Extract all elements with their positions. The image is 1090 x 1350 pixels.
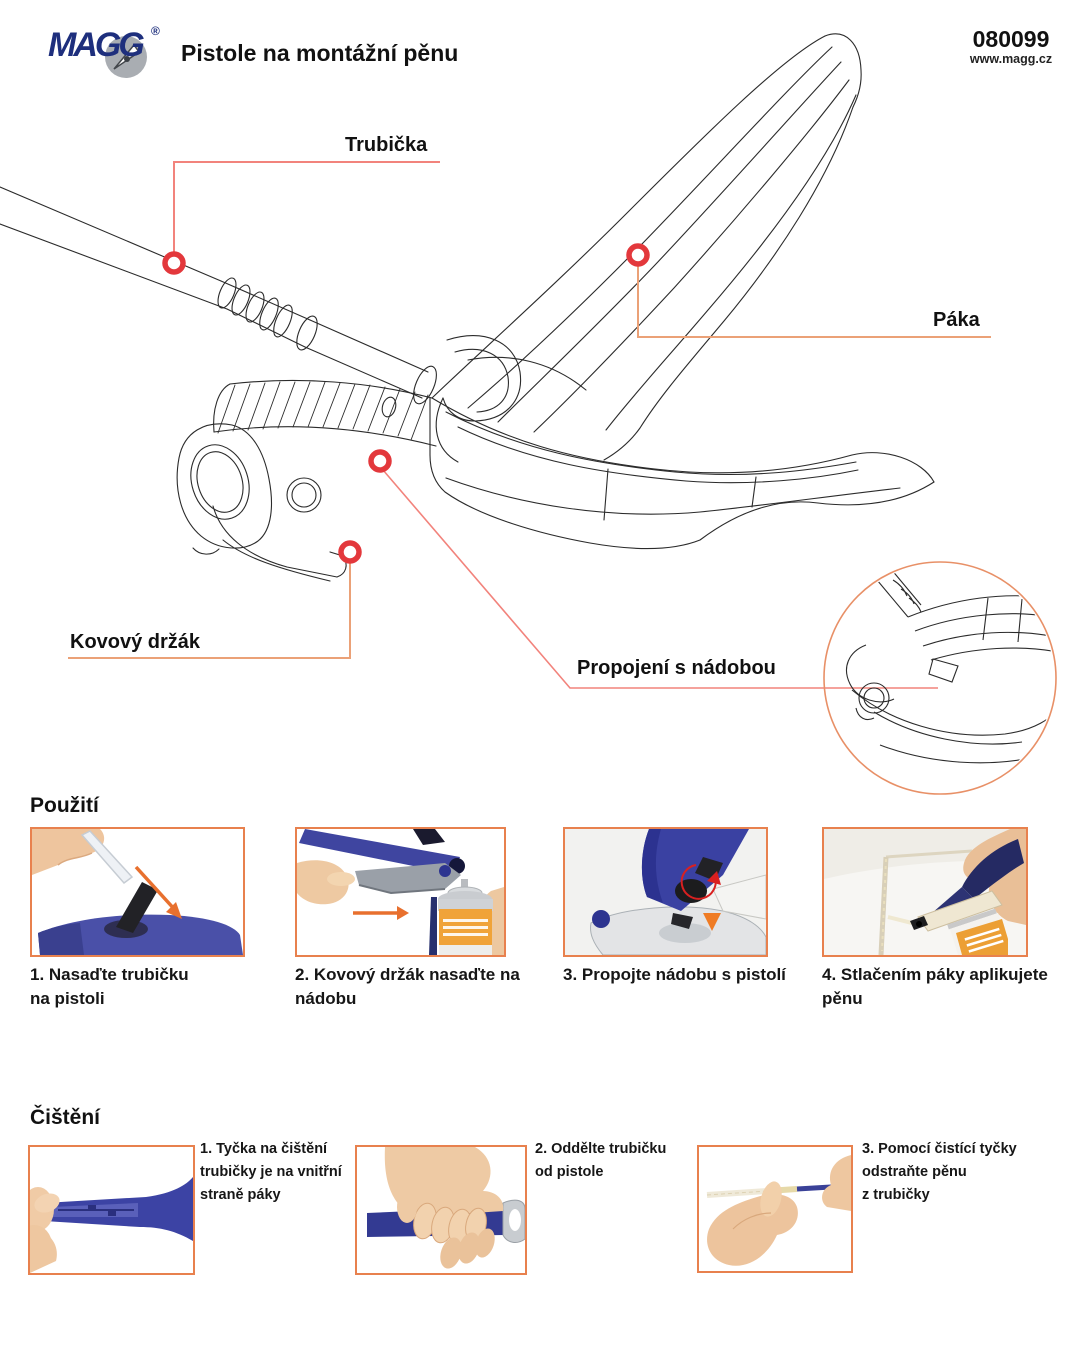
cleaning-photo-2 <box>355 1145 527 1275</box>
photo-cleaning-rod-in-lever <box>30 1147 193 1273</box>
cleaning-photo-3 <box>697 1145 853 1273</box>
usage-caption-1: 1. Nasaďte trubičku na pistoli <box>30 965 189 1008</box>
cleaning-caption-2: 2. Oddělte trubičku od pistole <box>535 1141 667 1180</box>
logo-needle-icon <box>113 43 141 70</box>
magg-logo: MAGG ® <box>48 24 178 82</box>
leader-kovovy-drzak <box>68 561 351 659</box>
usage-photo-2 <box>295 827 506 957</box>
label-paka: Páka <box>933 309 980 331</box>
usage-photo-4 <box>822 827 1028 957</box>
photo-apply-foam <box>824 829 1026 955</box>
marker-rings <box>162 243 650 564</box>
photo-holder-on-can <box>297 829 504 955</box>
cleaning-photo-1 <box>28 1145 195 1275</box>
label-propojeni-s-nadobou: Propojení s nádobou <box>577 657 776 679</box>
page-title: Pistole na montážní pěnu <box>181 40 459 66</box>
usage-caption-2: 2. Kovový držák nasaďte na nádobu <box>295 965 520 1008</box>
usage-photo-3 <box>563 827 768 957</box>
logo-text: MAGG <box>48 26 145 64</box>
photo-connect-can <box>565 829 766 955</box>
product-code-block: 080099 www.magg.cz <box>950 26 1072 66</box>
leader-trubicka <box>173 161 440 256</box>
usage-caption-3: 3. Propojte nádobu s pistolí <box>563 965 786 984</box>
cleaning-heading: Čištění <box>30 1106 101 1129</box>
leader-paka <box>637 264 991 338</box>
photo-clean-tube-with-rod <box>699 1147 851 1271</box>
usage-photo-1 <box>30 827 245 957</box>
detail-inset-drawing <box>846 564 1054 764</box>
product-code: 080099 <box>972 26 1050 52</box>
cleaning-caption-3: 3. Pomocí čistící tyčky odstraňte pěnu z… <box>862 1141 1017 1203</box>
foam-gun-diagram <box>0 33 1057 795</box>
gun-line-art <box>0 33 935 582</box>
photo-attach-tube <box>32 829 243 955</box>
usage-caption-4: 4. Stlačením páky aplikujete pěnu <box>822 965 1048 1008</box>
detail-inset-circle <box>823 561 1057 795</box>
usage-heading: Použití <box>30 794 99 817</box>
website-url: www.magg.cz <box>969 52 1053 66</box>
photo-detach-tube <box>357 1147 525 1273</box>
registered-mark: ® <box>151 24 160 38</box>
label-trubicka: Trubička <box>345 134 428 156</box>
label-kovovy-drzak: Kovový držák <box>70 631 201 653</box>
cleaning-caption-1: 1. Tyčka na čištění trubičky je na vnitř… <box>200 1141 342 1203</box>
leader-propojeni <box>382 469 938 689</box>
